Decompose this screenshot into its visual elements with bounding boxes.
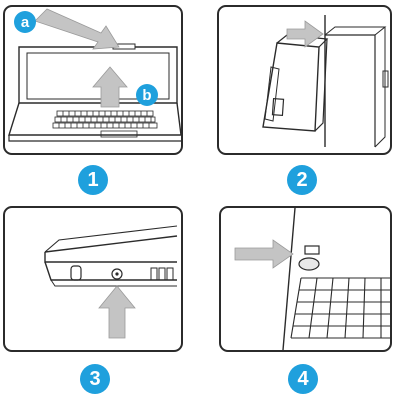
- power-button-icon: [299, 258, 319, 270]
- keyboard-keys: [53, 111, 157, 128]
- step-4-panel: [219, 206, 392, 352]
- keyboard-keys: [291, 278, 390, 338]
- step-3-panel: [3, 206, 183, 352]
- touchpad: [101, 131, 137, 137]
- arrow-b-icon: [93, 67, 127, 107]
- step-4-badge: 4: [288, 364, 318, 394]
- lock-slot-icon: [71, 266, 81, 280]
- step-1-badge: 1: [78, 165, 108, 195]
- power-button-illustration: [221, 208, 390, 350]
- step-1-panel: a b: [3, 5, 183, 155]
- vent-icon: [151, 268, 173, 280]
- callout-b-badge: b: [136, 84, 158, 106]
- arrow-a-icon: [35, 9, 119, 49]
- step-2-badge: 2: [287, 165, 317, 195]
- dc-in-port-icon: [5, 208, 181, 350]
- step-2-panel: [217, 5, 392, 155]
- battery-pack-icon: [219, 7, 390, 153]
- press-arrow-icon: [235, 240, 293, 268]
- plug-arrow-icon: [99, 286, 135, 338]
- callout-a-badge: a: [14, 11, 36, 33]
- step-3-badge: 3: [80, 364, 110, 394]
- push-arrow-icon: [287, 21, 323, 47]
